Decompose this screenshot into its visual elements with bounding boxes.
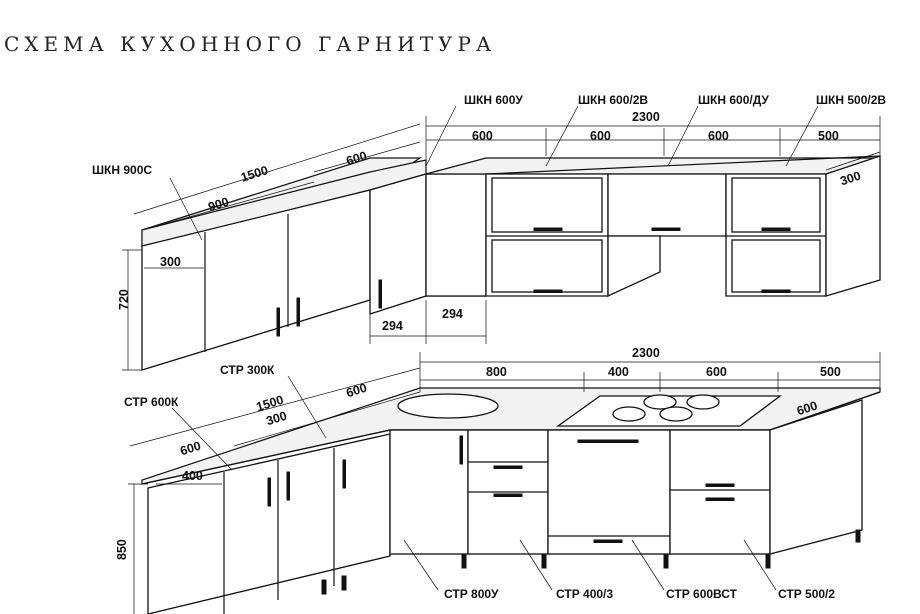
- label-shkn600-2v: ШКН 600/2В: [578, 93, 648, 107]
- dim-lower-left600: 600: [344, 381, 368, 400]
- leg: [341, 575, 347, 591]
- hob-burner-4: [659, 406, 693, 422]
- upper-500-2v-handle-2: [761, 289, 791, 293]
- upper-corner-front: [369, 173, 427, 315]
- label-str500-2: СТР 500/2: [778, 587, 835, 601]
- leg: [855, 529, 861, 543]
- upper-600-du-side: [607, 235, 661, 298]
- lower-right-side: [769, 399, 863, 555]
- lower-left-handle-3: [342, 459, 346, 489]
- dim-upper-left600: 600: [344, 149, 368, 168]
- sink: [397, 393, 499, 419]
- dim-upper-600b: 600: [590, 129, 611, 143]
- dim-lower-depth-right: 600: [795, 398, 819, 418]
- label-shkn600-du: ШКН 600/ДУ: [698, 93, 769, 107]
- lower-dimensions: [128, 352, 881, 614]
- lower-left-handle-1: [267, 477, 271, 507]
- dim-upper-corner-a: 294: [382, 319, 403, 333]
- dim-upper-depth-right: 300: [838, 169, 862, 189]
- upper-600-2v-handle-1: [533, 227, 563, 231]
- lower-800u-front: [389, 429, 469, 555]
- dim-lower-left300: 300: [264, 409, 288, 428]
- hob-burner-2: [643, 394, 677, 410]
- dim-lower-total-right: 2300: [632, 346, 660, 360]
- lower-cabinets: [141, 387, 881, 614]
- lower-left-handle-2: [286, 471, 290, 501]
- upper-600-2v-glass-top: [491, 177, 603, 233]
- label-shkn500-2v: ШКН 500/2В: [816, 93, 886, 107]
- dim-lower-depth-left: 400: [182, 469, 203, 483]
- leg: [541, 553, 547, 569]
- label-str600vst: СТР 600ВСТ: [666, 587, 738, 601]
- upper-600-2v-glass-bot: [491, 239, 603, 293]
- label-str300k: СТР 300К: [220, 363, 275, 377]
- lower-500-2-front: [669, 429, 771, 555]
- leg: [321, 579, 327, 595]
- dim-upper-500: 500: [818, 129, 839, 143]
- dim-lower-height: 850: [115, 539, 129, 560]
- dim-lower-400: 400: [608, 365, 629, 379]
- upper-500-2v-glass-top: [731, 177, 821, 233]
- leg: [461, 553, 467, 569]
- lower-400-3-handle-1: [493, 465, 523, 469]
- label-str800u: СТР 800У: [444, 587, 499, 601]
- upper-labels: ШКН 900С ШКН 600У ШКН 600/2В ШКН 600/ДУ …: [92, 93, 886, 333]
- upper-600-2v-handle-2: [533, 289, 563, 293]
- upper-left-handle-2: [296, 297, 300, 327]
- dim-lower-600: 600: [706, 365, 727, 379]
- lower-600vst-front: [547, 429, 671, 555]
- upper-600-du-front: [607, 173, 727, 237]
- label-shkn900c: ШКН 900С: [92, 163, 152, 177]
- dim-upper-height: 720: [117, 289, 131, 310]
- leg: [663, 553, 669, 569]
- dim-upper-total-right: 2300: [632, 110, 660, 124]
- dim-lower-left600b: 600: [178, 439, 202, 458]
- upper-dimensions: [122, 105, 881, 371]
- dim-upper-total-left: 1500: [239, 163, 270, 185]
- lower-600vst-handle-2: [593, 539, 623, 543]
- lower-800u-handle: [459, 435, 463, 465]
- upper-corner-handle: [378, 279, 382, 309]
- leg: [765, 553, 771, 569]
- lower-600vst-handle: [577, 439, 639, 443]
- dim-lower-500: 500: [820, 365, 841, 379]
- upper-500-2v-glass-bot: [731, 239, 821, 293]
- lower-left-front: [147, 433, 391, 614]
- dim-upper-600c: 600: [708, 129, 729, 143]
- label-str600k: СТР 600К: [124, 395, 179, 409]
- lower-400-3-handle-2: [493, 493, 523, 497]
- lower-500-2-handle-2: [705, 497, 735, 501]
- dim-upper-left900: 900: [206, 195, 230, 214]
- hob-burner-1: [612, 406, 646, 422]
- upper-right-side: [825, 155, 881, 297]
- hob-burner-3: [686, 394, 720, 410]
- lower-500-2-handle-1: [705, 483, 735, 487]
- upper-600u-front: [425, 173, 487, 297]
- label-str400-3: СТР 400/3: [556, 587, 613, 601]
- upper-500-2v-handle-1: [761, 227, 791, 231]
- dim-upper-600a: 600: [472, 129, 493, 143]
- upper-600-du-handle: [651, 227, 681, 231]
- upper-cabinets: [141, 155, 881, 371]
- label-shkn600u: ШКН 600У: [464, 93, 523, 107]
- upper-left-handle-1: [276, 307, 280, 337]
- dim-upper-depth-left: 300: [160, 255, 181, 269]
- dim-lower-800: 800: [486, 365, 507, 379]
- diagram-title: СХЕМА КУХОННОГО ГАРНИТУРА: [4, 32, 497, 56]
- dim-upper-corner-b: 294: [442, 307, 463, 321]
